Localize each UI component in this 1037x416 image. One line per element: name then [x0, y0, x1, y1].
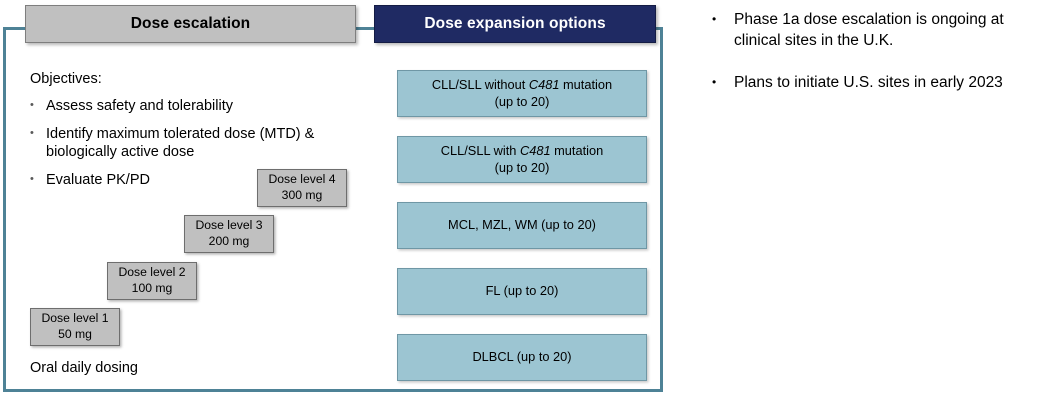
objectives-block: Objectives: • Assess safety and tolerabi… — [30, 70, 350, 198]
cohort-line-1: FL (up to 20) — [485, 283, 559, 299]
notes-panel: • Phase 1a dose escalation is ongoing at… — [712, 10, 1030, 116]
dose-escalation-header-label: Dose escalation — [130, 15, 251, 32]
dose-level-amount: 200 mg — [208, 234, 250, 248]
bullet-icon: • — [712, 75, 717, 90]
dose-escalation-header: Dose escalation — [25, 5, 356, 43]
oral-daily-dosing-note: Oral daily dosing — [30, 360, 138, 376]
dose-expansion-header: Dose expansion options — [374, 5, 656, 43]
dose-level-name: Dose level 4 — [268, 172, 336, 187]
expansion-cohort-box: FL (up to 20) — [397, 268, 647, 315]
bullet-icon: • — [30, 172, 34, 185]
objective-text: Identify maximum tolerated dose (MTD) & … — [46, 125, 315, 161]
cohort-line-1: CLL/SLL with C481 mutation — [440, 142, 604, 158]
bullet-icon: • — [30, 99, 34, 112]
objectives-title: Objectives: — [30, 71, 102, 87]
bullet-icon: • — [712, 12, 717, 26]
dose-level-box-2: Dose level 2 100 mg — [107, 262, 197, 300]
cohort-line-1: DLBCL (up to 20) — [472, 349, 572, 365]
objective-item: • Identify maximum tolerated dose (MTD) … — [30, 125, 350, 162]
expansion-cohort-box: MCL, MZL, WM (up to 20) — [397, 202, 647, 249]
dose-expansion-header-label: Dose expansion options — [424, 15, 606, 32]
dose-level-amount: 300 mg — [281, 188, 323, 202]
note-text: Plans to initiate U.S. sites in early 20… — [734, 74, 1003, 92]
dose-level-name: Dose level 1 — [41, 311, 109, 326]
dose-level-amount: 50 mg — [58, 327, 92, 341]
objective-text: Assess safety and tolerability — [46, 98, 233, 115]
expansion-cohort-box: DLBCL (up to 20) — [397, 334, 647, 381]
cohort-line-2: (up to 20) — [494, 93, 550, 109]
expansion-cohort-box: CLL/SLL with C481 mutation (up to 20) — [397, 136, 647, 183]
dose-level-name: Dose level 3 — [195, 218, 263, 233]
expansion-cohort-box: CLL/SLL without C481 mutation (up to 20) — [397, 70, 647, 117]
cohort-line-2: (up to 20) — [494, 159, 550, 175]
note-item: • Phase 1a dose escalation is ongoing at… — [712, 10, 1030, 51]
objective-item: • Assess safety and tolerability — [30, 97, 350, 116]
dose-level-name: Dose level 2 — [118, 265, 186, 280]
note-text: Phase 1a dose escalation is ongoing at c… — [734, 11, 1004, 49]
dose-level-box-4: Dose level 4 300 mg — [257, 169, 347, 207]
dose-level-box-3: Dose level 3 200 mg — [184, 215, 274, 253]
cohort-line-1: MCL, MZL, WM (up to 20) — [448, 217, 596, 233]
dose-level-box-1: Dose level 1 50 mg — [30, 308, 120, 346]
cohort-line-1: CLL/SLL without C481 mutation — [431, 76, 613, 92]
objective-text: Evaluate PK/PD — [46, 171, 150, 188]
dose-level-amount: 100 mg — [131, 281, 173, 295]
bullet-icon: • — [30, 126, 34, 139]
objective-item: • Evaluate PK/PD — [30, 171, 350, 190]
note-item: • Plans to initiate U.S. sites in early … — [712, 73, 1030, 94]
